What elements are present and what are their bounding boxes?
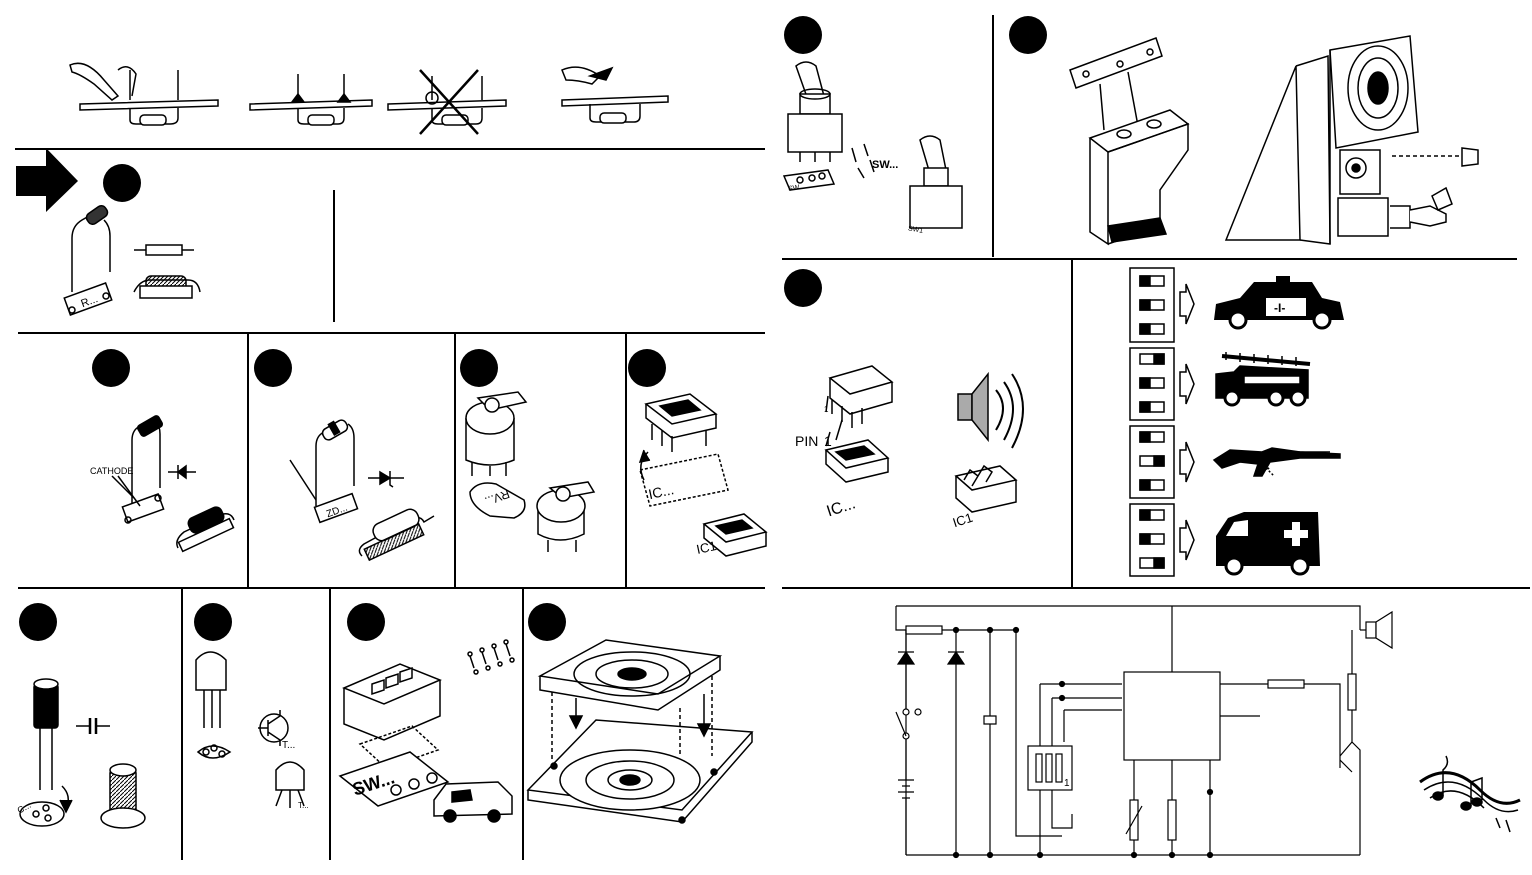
zener-step — [290, 418, 434, 560]
music-notes-icon — [1420, 756, 1520, 832]
panel-dividers — [15, 15, 1530, 860]
diode-step — [112, 415, 234, 552]
diode-icon — [168, 465, 196, 479]
pin1-number-label: 1 — [824, 433, 832, 449]
trimmer-step — [466, 392, 594, 552]
step-badge — [528, 603, 566, 641]
speaker-icon — [958, 374, 1023, 448]
ic-socket-step — [640, 394, 766, 556]
pin1-small-label: 1 — [824, 405, 829, 414]
pin1-word-label: PIN — [795, 433, 818, 449]
rifle-icon — [1214, 448, 1340, 476]
speaker-mount-step — [528, 640, 752, 823]
cathode-label: CATHODE — [90, 466, 133, 476]
transistor-label: T... — [282, 740, 295, 751]
police-mark-label: -I- — [1274, 301, 1285, 315]
capacitor-step — [20, 679, 145, 828]
soldering-steps — [70, 63, 668, 134]
capacitor-icon — [76, 718, 110, 734]
toggle-switch-step — [784, 62, 962, 228]
arrow-right-icon — [16, 148, 78, 212]
step-badge — [103, 164, 141, 202]
ic-speaker-step — [826, 366, 1023, 512]
ic1-speaker-pcb-label: IC1 — [951, 510, 975, 531]
toggle-switch-pcb-label: SW1 — [907, 225, 923, 235]
resistor-icon — [134, 245, 194, 255]
transistor-step — [196, 652, 304, 808]
step-badges — [19, 16, 1047, 641]
step-badge — [784, 269, 822, 307]
sound-selection — [1130, 268, 1194, 576]
step-badge — [194, 603, 232, 641]
step-badge — [628, 349, 666, 387]
ic-speaker-pcb-label: IC... — [825, 495, 858, 520]
ambulance-small-icon — [434, 782, 512, 822]
toggle-pcb-small-label: SW... — [788, 184, 806, 193]
transistor-pcb-label: T... — [298, 801, 309, 810]
ic1-socket-pcb-label: IC1 — [695, 538, 718, 557]
toggle-switch-label: SW... — [872, 159, 898, 171]
step-badge — [1009, 16, 1047, 54]
circuit-schematic — [896, 606, 1392, 858]
switch-icon — [468, 640, 514, 674]
enclosure-step — [1070, 36, 1478, 244]
step-badge — [254, 349, 292, 387]
step-badge — [19, 603, 57, 641]
dip-one-label: 1 — [1064, 778, 1070, 789]
step-badge — [92, 349, 130, 387]
step-badge — [460, 349, 498, 387]
step-badge — [347, 603, 385, 641]
fire-truck-icon — [1216, 352, 1310, 405]
step-badge — [784, 16, 822, 54]
zener-icon — [368, 471, 404, 487]
ambulance-icon — [1216, 512, 1320, 574]
